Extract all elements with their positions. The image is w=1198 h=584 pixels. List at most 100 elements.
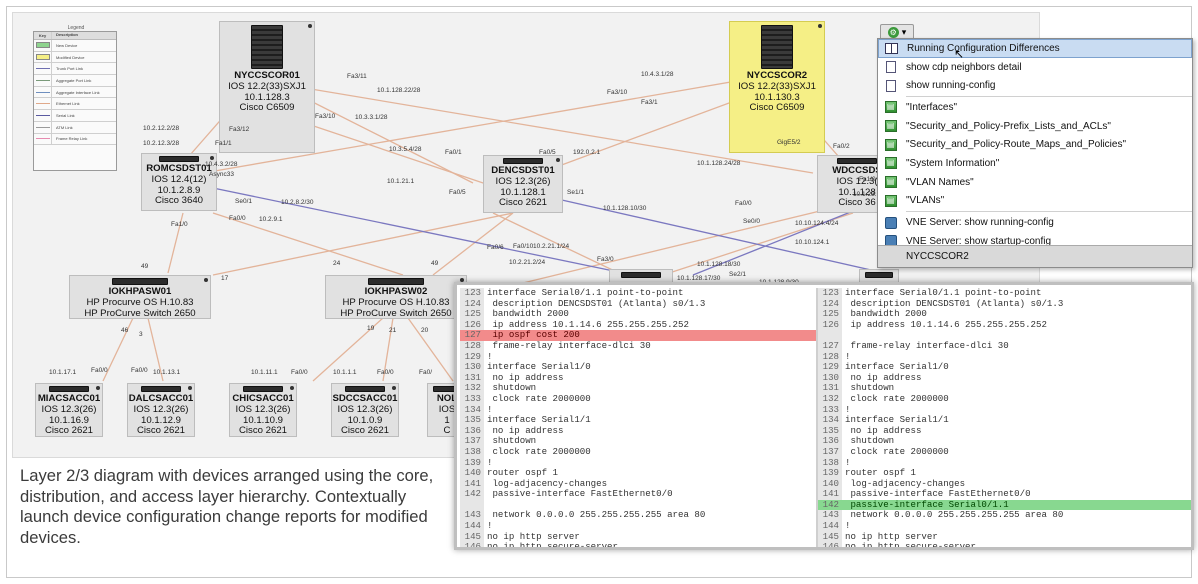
link-label: 20 xyxy=(421,327,429,334)
link-label: Fa0/2 xyxy=(833,143,850,150)
device-miacsacc01[interactable]: MIACSACC01 IOS 12.3(26) 10.1.16.9 Cisco … xyxy=(35,383,103,437)
menu-item[interactable]: show cdp neighbors detail xyxy=(878,58,1192,77)
line-number: 132 xyxy=(818,393,842,405)
menu-item[interactable]: VNE Server: show running-config xyxy=(878,213,1192,232)
config-line: 138 clock rate 2000000 xyxy=(460,446,818,458)
line-text: log-adjacency-changes xyxy=(845,477,966,489)
device-chicsacc01[interactable]: CHICSACC01 IOS 12.3(26) 10.1.10.9 Cisco … xyxy=(229,383,297,437)
line-text: interface Serial1/0 xyxy=(487,361,591,373)
link-label: Fa3/10 xyxy=(315,113,336,120)
link-line xyxy=(212,212,514,276)
line-number: 128 xyxy=(818,351,842,363)
device-name: DALCSACC01 xyxy=(128,393,194,404)
device-os: IOS 12.2(33)SXJ1 xyxy=(228,80,306,92)
device-sdccsacc01[interactable]: SDCCSACC01 IOS 12.3(26) 10.1.0.9 Cisco 2… xyxy=(331,383,399,437)
status-dot xyxy=(188,386,192,390)
line-number: 133 xyxy=(818,404,842,416)
router-icon xyxy=(503,158,543,164)
device-model: Cisco C6509 xyxy=(749,102,805,114)
link-label: Fa3/1 xyxy=(641,99,658,106)
menu-item-label: "VLAN Names" xyxy=(906,176,974,188)
line-number: 144 xyxy=(460,520,484,532)
link-label: 17 xyxy=(221,275,229,282)
line-number xyxy=(818,330,842,341)
line-number: 131 xyxy=(818,383,842,394)
link-line xyxy=(212,187,634,276)
config-line: 140 log-adjacency-changes xyxy=(818,477,1191,490)
line-text: no ip address xyxy=(487,424,564,436)
line-number: 141 xyxy=(460,478,484,490)
launch-menu-button[interactable]: ⚙ ▾ xyxy=(880,24,914,40)
config-line: 133 clock rate 2000000 xyxy=(460,393,818,405)
link-label: Se1/1 xyxy=(567,189,584,196)
legend-label: Trunk Port Link xyxy=(56,66,83,72)
menu-item[interactable]: ▤"VLANs" xyxy=(878,192,1192,211)
status-dot xyxy=(96,386,100,390)
line-text: passive-interface FastEthernet0/0 xyxy=(487,488,673,500)
line-number: 132 xyxy=(460,383,484,394)
device-nyccscor2[interactable]: NYCCSCOR2 IOS 12.2(33)SXJ1 10.1.130.3 Ci… xyxy=(729,21,825,153)
config-line: 139! xyxy=(460,457,818,469)
line-text: interface Serial0/1.1 point-to-point xyxy=(487,288,684,298)
device-iokhpasw02[interactable]: IOKHPASW02 HP Procurve OS H.10.83 HP Pro… xyxy=(325,275,467,319)
legend-row: Trunk Port Link xyxy=(34,63,116,76)
link-line xyxy=(212,212,404,276)
device-model: Cisco 2621 xyxy=(341,425,389,437)
device-os: HP Procurve OS H.10.83 xyxy=(86,296,194,308)
line-number: 141 xyxy=(818,489,842,500)
menu-item[interactable]: show running-config xyxy=(878,76,1192,95)
link-label: 24 xyxy=(333,260,341,267)
legend-key-swatch xyxy=(34,98,52,110)
legend-row: Aggregate Interface Link xyxy=(34,86,116,99)
link-label: 10.2.12.2/28 xyxy=(143,125,180,132)
line-number: 124 xyxy=(818,298,842,310)
device-nyccscor01[interactable]: NYCCSCOR01 IOS 12.2(33)SXJ1 10.1.128.3 C… xyxy=(219,21,315,153)
link-label: 192.0.2.1 xyxy=(573,149,601,156)
device-name: CHICSACC01 xyxy=(232,393,294,404)
menu-item[interactable]: ▤"Interfaces" xyxy=(878,98,1192,117)
line-text: interface Serial1/1 xyxy=(487,414,591,426)
diff-icon xyxy=(885,42,898,55)
link-label: 10.1.17.1 xyxy=(49,369,77,376)
menu-item[interactable]: ▤"Security_and_Policy-Route_Maps_and_Pol… xyxy=(878,135,1192,154)
status-dot xyxy=(460,278,464,282)
line-number: 145 xyxy=(460,531,484,543)
menu-item[interactable]: ▤ "VLAN Names" xyxy=(878,173,1192,192)
document-icon xyxy=(884,79,897,92)
menu-item-label: "Interfaces" xyxy=(906,101,958,113)
link-label: GigE5/2 xyxy=(777,139,801,146)
line-text: router ospf 1 xyxy=(845,467,916,479)
report-grid-icon: ▤ xyxy=(884,194,897,207)
link-label: 10.1.128.22/28 xyxy=(377,87,421,94)
link-label: Se0/0 xyxy=(743,218,760,225)
link-label: 10.1.23.1 xyxy=(853,191,881,198)
line-text: router ospf 1 xyxy=(487,467,558,479)
router-icon xyxy=(345,386,385,392)
menu-item[interactable]: Running Configuration Differences xyxy=(878,39,1192,58)
menu-item[interactable]: ▤"Security_and_Policy-Prefix_Lists_and_A… xyxy=(878,117,1192,136)
device-dalcsacc01[interactable]: DALCSACC01 IOS 12.3(26) 10.1.12.9 Cisco … xyxy=(127,383,195,437)
legend-row: New Device xyxy=(34,40,116,52)
device-iokhpasw01[interactable]: IOKHPASW01 HP Procurve OS H.10.83 HP Pro… xyxy=(69,275,211,319)
line-text: frame-relay interface-dlci 30 xyxy=(487,339,651,351)
link-label: 10.1.21.1 xyxy=(387,178,415,185)
line-text: no ip http server xyxy=(845,530,938,542)
switch-icon xyxy=(368,278,424,285)
device-dencsdst01[interactable]: DENCSDST01 IOS 12.3(26) 10.1.128.1 Cisco… xyxy=(483,155,563,213)
link-label: Fa0/0 xyxy=(735,200,752,207)
report-grid-icon: ▤ xyxy=(884,176,897,189)
menu-item[interactable]: ▤"System Information" xyxy=(878,154,1192,173)
line-number: 134 xyxy=(460,404,484,416)
legend-key-swatch xyxy=(34,51,52,63)
link-label: Fa0/0 xyxy=(91,367,108,374)
config-line: 136 shutdown xyxy=(818,436,1191,447)
line-text: network 0.0.0.0 255.255.255.255 area 80 xyxy=(845,509,1064,521)
menu-item-label: "System Information" xyxy=(906,157,1000,169)
config-line: 131 no ip address xyxy=(460,372,818,384)
device-romcsdst01[interactable]: ROMCSDST01 IOS 12.4(12) 10.1.2.8.9 Cisco… xyxy=(141,153,217,211)
